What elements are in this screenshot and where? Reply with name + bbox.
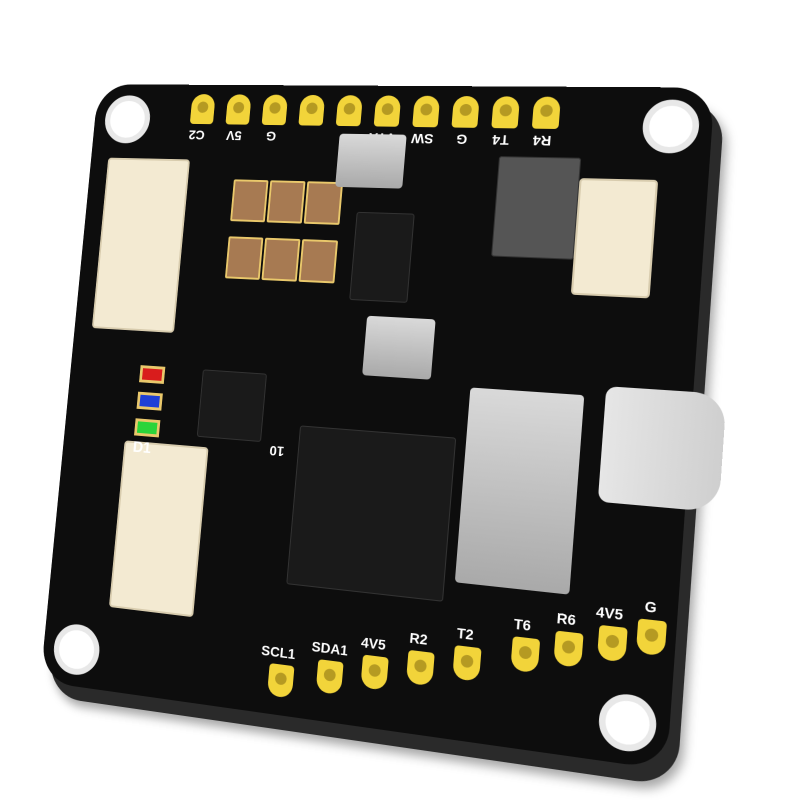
inductor: [261, 237, 301, 282]
led-green: [134, 418, 161, 438]
silk-top-1: C2: [188, 127, 206, 143]
silk-top-3: G: [265, 128, 277, 145]
pad-top-8: [451, 95, 480, 128]
inductor: [230, 179, 269, 223]
pad-bottom-r2: [405, 649, 435, 687]
shielded-inductor: [335, 133, 407, 189]
silk-t2: T2: [456, 624, 475, 644]
pad-bottom-t6: [510, 636, 541, 674]
pad-top-9: [491, 96, 521, 129]
mounting-hole-bottom-right: [596, 690, 659, 755]
jst-connector-right: [570, 178, 659, 299]
pad-top-3: [261, 94, 289, 126]
pcb-board: C2 5V G VTX SW G T4 R4 D1 10: [40, 84, 727, 770]
led-red: [139, 365, 166, 384]
silk-4v5: 4V5: [360, 633, 387, 654]
silk-sda1: SDA1: [311, 637, 349, 659]
silk-top-8: G: [455, 131, 468, 148]
ic-chip: [491, 156, 582, 260]
mounting-hole-bottom-left: [51, 621, 102, 678]
pad-bottom-r6: [553, 630, 584, 668]
jst-connector-left-bottom: [108, 440, 209, 618]
pad-bottom-t2: [452, 645, 482, 682]
jst-connector-left-top: [91, 157, 191, 333]
silk-g: G: [644, 597, 658, 617]
inductor: [266, 180, 306, 224]
inductor: [224, 236, 264, 280]
mounting-hole-top-left: [102, 95, 153, 144]
pad-top-1: [189, 94, 216, 125]
silk-scl1: SCL1: [260, 641, 297, 663]
silk-top-2: 5V: [225, 128, 243, 144]
silk-t6: T6: [513, 615, 532, 634]
pad-top-6: [373, 95, 402, 127]
silk-mcu: 10: [268, 442, 285, 460]
pad-bottom-4v5-2: [596, 624, 628, 663]
silk-r6: R6: [556, 609, 577, 629]
pad-bottom-scl1: [266, 663, 295, 699]
pad-top-7: [412, 95, 441, 128]
pad-top-4: [298, 94, 326, 126]
pad-bottom-g: [635, 618, 667, 657]
mounting-hole-top-right: [640, 99, 701, 154]
silk-d1: D1: [132, 439, 152, 457]
silk-r2: R2: [408, 629, 429, 648]
silk-top-7: SW: [410, 130, 434, 147]
pad-bottom-sda1: [315, 659, 344, 695]
usb-c-port: [597, 386, 727, 513]
pad-top-2: [225, 94, 252, 125]
gyro-chip: [196, 369, 268, 443]
pad-top-10: [531, 96, 561, 129]
mcu-chip: [286, 425, 457, 602]
inductor: [303, 181, 344, 225]
silk-top-10: R4: [532, 132, 552, 150]
led-blue: [136, 391, 163, 411]
silk-4v5-2: 4V5: [595, 603, 624, 624]
sd-card-slot: [454, 387, 585, 595]
inductor: [298, 239, 339, 284]
pad-bottom-4v5: [360, 654, 389, 691]
silk-top-9: T4: [491, 132, 510, 149]
pad-top-5: [335, 95, 363, 127]
shielded-inductor: [362, 315, 436, 380]
mosfet: [349, 211, 415, 303]
